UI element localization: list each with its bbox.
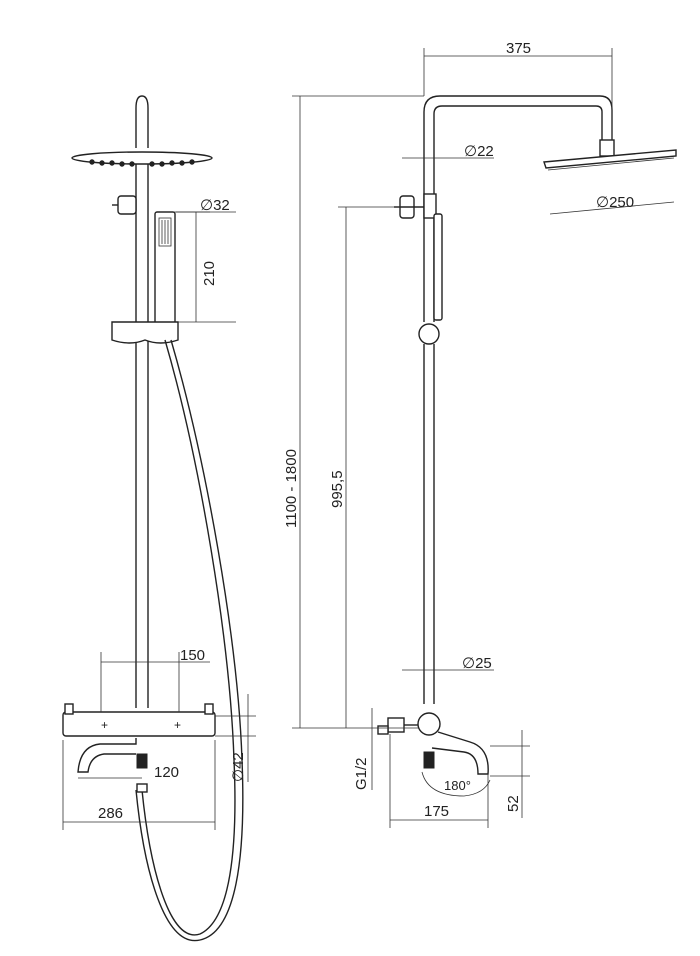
side-view: 375 ∅22 ∅250 1100 - 1800 995,5 ∅25 G1/2 … [283,40,677,828]
dim-riser-height: 995,5 [329,470,346,508]
shower-arm-front [135,95,149,148]
shower-hose-front [141,339,236,936]
dim-total-height: 1100 - 1800 [283,449,300,528]
shower-hose-front-inner [135,339,244,942]
thermostat-side [417,712,441,736]
hand-shower-face [158,217,172,247]
dim-spout-reach: 120 [154,764,179,781]
spout-rotation-label: 180° [444,778,471,793]
spout-rotation-arc [421,771,491,797]
overhead-arm-inner [433,105,603,322]
shower-head-nozzles [89,159,195,167]
diverter-knob [117,195,137,215]
head-connector [599,139,615,157]
dim-overall-width: 286 [98,805,123,822]
dim-arm-reach: 375 [506,40,531,57]
inlet-nut [387,717,405,733]
diverter-block [423,193,437,219]
shower-head-side [543,149,677,169]
dim-arm-diameter: ∅22 [464,143,494,160]
hand-shower-side [433,213,443,321]
hot-mark: + [174,718,181,732]
dim-spout-height: 52 [505,795,522,812]
overhead-arm [423,95,613,322]
dim-handshower-height: 210 [201,261,218,286]
dim-spout-projection: 175 [424,803,449,820]
bath-spout-front [77,738,137,773]
inlet-thread-label: G1/2 [353,757,370,790]
left-handle-cap [64,703,74,715]
bath-spout-side [431,731,489,775]
dim-250-line [549,201,675,215]
hose-connector-side [423,751,435,769]
slide-holder-side [418,323,440,345]
shower-head-front [71,151,213,165]
hose-connector-front [136,783,148,793]
right-handle-cap [204,703,214,715]
dim-head-diameter: ∅250 [596,194,634,211]
dim-riser-diameter: ∅25 [462,655,492,672]
dim-body-diameter: ∅42 [230,752,247,782]
slide-holder [111,321,179,344]
front-view: + + ∅32 210 150 ∅42 120 286 [62,95,256,942]
dim-valve-spacing: 150 [180,647,205,664]
shower-head-side-face [547,157,675,171]
inlet-thread-stub [377,725,389,735]
spout-connector [136,753,148,769]
cold-mark: + [101,718,108,732]
dim-handshower-diameter: ∅32 [200,197,230,214]
thermostat-body-front [62,711,216,737]
